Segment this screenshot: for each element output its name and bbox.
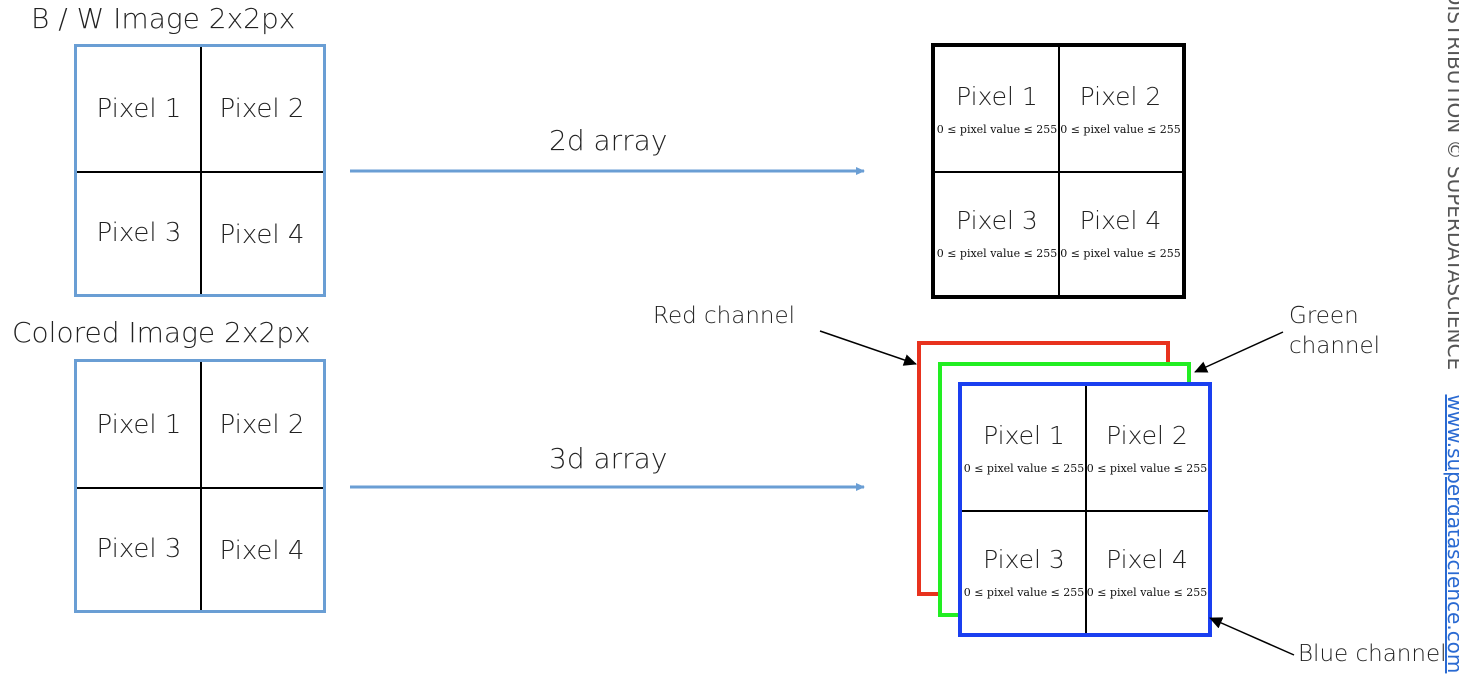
grid-divider	[962, 510, 1208, 512]
green-channel-pointer	[1194, 331, 1284, 373]
array3d-pixel-2: Pixel 2 0 ≤ pixel value ≤ 255	[1086, 386, 1208, 510]
colored-pixel-1: Pixel 1	[77, 362, 201, 487]
array2d-pixel-1: Pixel 1 0 ≤ pixel value ≤ 255	[935, 47, 1059, 171]
pixel-label: Pixel 4	[1106, 544, 1188, 574]
watermark-text: DISTRIBUTION © SUPERDATASCIENCE www.supe…	[1443, 0, 1459, 673]
pixel-range: 0 ≤ pixel value ≤ 255	[1086, 585, 1208, 599]
pixel-label: Pixel 4	[1079, 206, 1162, 235]
bw-pixel-2: Pixel 2	[201, 47, 323, 171]
array3d-pixel-1: Pixel 1 0 ≤ pixel value ≤ 255	[962, 386, 1086, 510]
pixel-label: Pixel 1	[956, 82, 1038, 111]
pixel-label: Pixel 2	[1079, 82, 1162, 111]
watermark-copyright: DISTRIBUTION © SUPERDATASCIENCE	[1443, 0, 1459, 371]
pixel-label: Pixel 1	[983, 421, 1065, 450]
colored-pixel-grid: Pixel 1 Pixel 2 Pixel 3 Pixel 4	[74, 359, 326, 613]
pixel-range: 0 ≤ pixel value ≤ 255	[1086, 462, 1208, 475]
grid-divider	[77, 171, 323, 173]
array3d-pixel-4: Pixel 4 0 ≤ pixel value ≤ 255	[1086, 510, 1208, 633]
blue-channel-grid: Pixel 1 0 ≤ pixel value ≤ 255 Pixel 2 0 …	[958, 382, 1212, 637]
array2d-pixel-2: Pixel 2 0 ≤ pixel value ≤ 255	[1059, 47, 1182, 171]
pixel-label: Pixel 4	[219, 219, 305, 250]
pixel-range: 0 ≤ pixel value ≤ 255	[1060, 123, 1181, 136]
array2d-pixel-3: Pixel 3 0 ≤ pixel value ≤ 255	[935, 171, 1059, 295]
pixel-label: Pixel 1	[96, 409, 182, 440]
red-channel-pointer	[819, 330, 917, 366]
blue-channel-pointer	[1209, 617, 1295, 656]
watermark: DISTRIBUTION © SUPERDATASCIENCE www.supe…	[1443, 0, 1459, 678]
bw-image-title: B / W Image 2x2px	[31, 2, 296, 35]
green-label-line-2: channel	[1289, 333, 1381, 359]
grid-divider	[77, 487, 323, 489]
pixel-label: Pixel 3	[96, 533, 182, 564]
colored-image-title: Colored Image 2x2px	[12, 316, 311, 349]
colored-pixel-2: Pixel 2	[201, 362, 323, 487]
watermark-link[interactable]: www.superdatascience.com	[1443, 394, 1459, 674]
array2d-pixel-4: Pixel 4 0 ≤ pixel value ≤ 255	[1059, 171, 1182, 295]
green-channel-label: Green channel	[1289, 301, 1380, 361]
red-channel-label: Red channel	[653, 303, 796, 329]
grid-divider	[1085, 386, 1087, 633]
bw-pixel-1: Pixel 1	[77, 47, 201, 171]
3d-array-label: 3d array	[549, 442, 668, 475]
grid-divider	[935, 171, 1182, 173]
pixel-label: Pixel 2	[219, 94, 305, 124]
2d-array-grid: Pixel 1 0 ≤ pixel value ≤ 255 Pixel 2 0 …	[931, 43, 1186, 299]
green-label-line-1: Green	[1289, 303, 1359, 329]
pixel-range: 0 ≤ pixel value ≤ 255	[936, 247, 1058, 260]
bw-pixel-3: Pixel 3	[77, 171, 201, 294]
pixel-label: Pixel 1	[96, 94, 182, 124]
grid-divider	[200, 362, 202, 610]
bw-pixel-grid: Pixel 1 Pixel 2 Pixel 3 Pixel 4	[74, 44, 326, 297]
pixel-label: Pixel 3	[96, 217, 182, 248]
colored-pixel-4: Pixel 4	[201, 487, 323, 610]
bw-pixel-4: Pixel 4	[201, 171, 323, 294]
pixel-label: Pixel 4	[219, 535, 305, 566]
pixel-label: Pixel 3	[956, 206, 1038, 235]
pixel-label: Pixel 3	[983, 544, 1065, 574]
2d-array-label: 2d array	[549, 124, 668, 157]
pixel-range: 0 ≤ pixel value ≤ 255	[963, 585, 1085, 599]
pixel-range: 0 ≤ pixel value ≤ 255	[963, 462, 1085, 475]
pixel-range: 0 ≤ pixel value ≤ 255	[936, 123, 1058, 136]
pixel-label: Pixel 2	[1106, 421, 1188, 450]
pixel-label: Pixel 2	[219, 409, 305, 440]
blue-channel-label: Blue channel	[1298, 641, 1447, 667]
pixel-range: 0 ≤ pixel value ≤ 255	[1060, 247, 1181, 260]
colored-pixel-3: Pixel 3	[77, 487, 201, 610]
array3d-pixel-3: Pixel 3 0 ≤ pixel value ≤ 255	[962, 510, 1086, 633]
grid-divider	[200, 47, 202, 294]
